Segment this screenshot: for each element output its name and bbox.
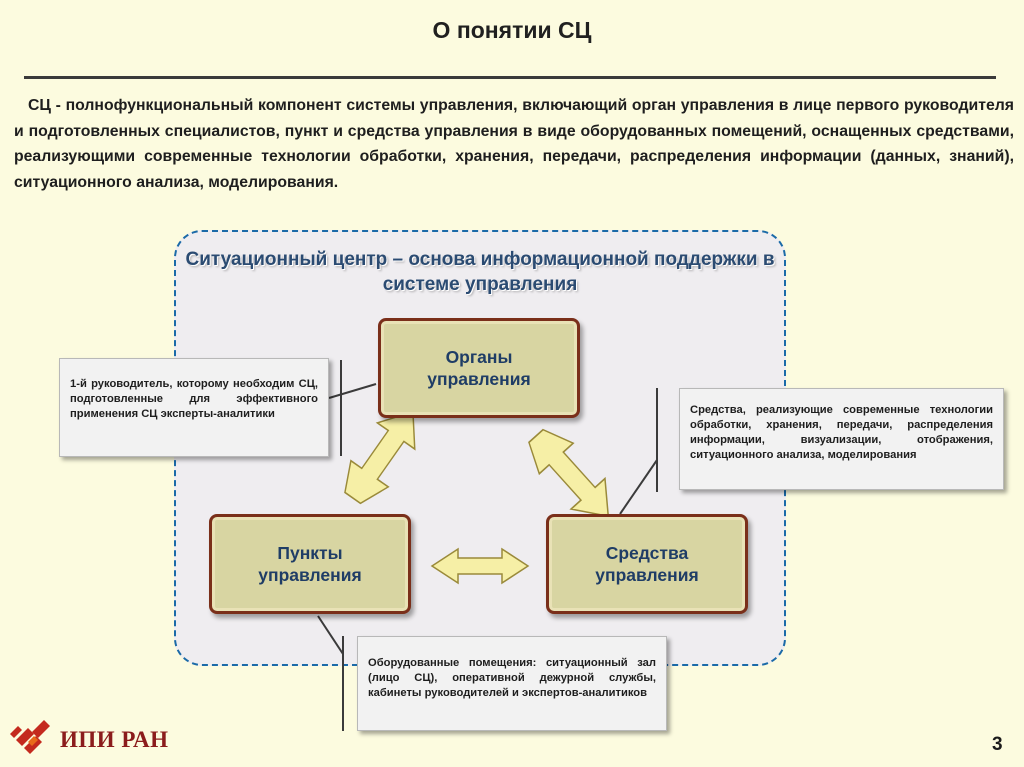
right-callout-connector xyxy=(619,459,658,515)
definition-text: СЦ - полнофункциональный компонент систе… xyxy=(14,97,1014,191)
left-callout-connector xyxy=(328,383,377,399)
node-control-means-label: Средства управления xyxy=(595,543,699,585)
bottom-callout-connector xyxy=(317,615,344,655)
callout-equipped-rooms: Оборудованные помещения: ситуационный за… xyxy=(357,636,667,731)
diagram-title: Ситуационный центр – основа информационн… xyxy=(185,249,775,295)
arrow-points-means xyxy=(430,547,530,585)
callout-leader-experts: 1-й руководитель, которому необходим СЦ,… xyxy=(59,358,329,457)
arrow-organs-points xyxy=(344,410,416,505)
title-divider xyxy=(24,76,996,79)
logo-text: ИПИ РАН xyxy=(60,727,169,752)
node-control-points: Пункты управления xyxy=(209,514,411,614)
node-control-points-label: Пункты управления xyxy=(258,543,362,585)
node-governing-bodies: Органы управления xyxy=(378,318,580,418)
ipi-ran-logo-icon xyxy=(10,720,50,754)
node-governing-bodies-label: Органы управления xyxy=(427,347,531,389)
page-number: 3 xyxy=(992,734,1003,755)
arrow-organs-means xyxy=(528,428,610,518)
slide-title: О понятии СЦ xyxy=(432,17,592,43)
callout-technologies: Средства, реализующие современные технол… xyxy=(679,388,1004,490)
node-control-means: Средства управления xyxy=(546,514,748,614)
